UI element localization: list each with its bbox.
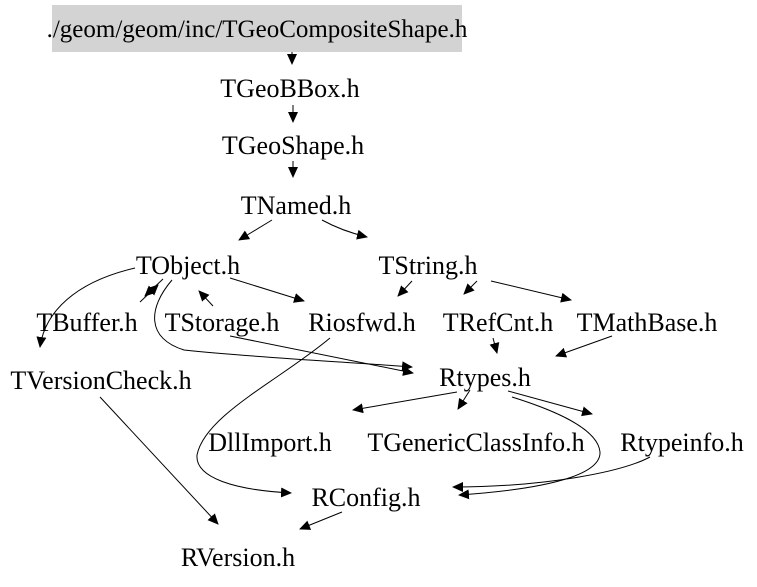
edge-tstorage-to-tobject (198, 290, 214, 307)
node-tnamed[interactable]: TNamed.h (241, 191, 351, 220)
edge-tobject-to-riosfwd (229, 277, 305, 303)
edge-tnamed-to-tstring (321, 219, 368, 240)
node-riosfwd[interactable]: Riosfwd.h (308, 308, 416, 337)
edge-tversioncheck-to-rversion (99, 396, 219, 525)
root-node-box (52, 5, 462, 52)
edge-rtypes-to-rconfig (458, 396, 601, 500)
node-rtypeinfo[interactable]: Rtypeinfo.h (620, 428, 744, 457)
node-dllimport[interactable]: DllImport.h (208, 428, 332, 457)
edge-tobject-to-rtypes (154, 279, 413, 372)
node-tmathbase[interactable]: TMathBase.h (577, 308, 718, 337)
node-trefcnt[interactable]: TRefCnt.h (443, 308, 554, 337)
node-tgenericclassinfo[interactable]: TGenericClassInfo.h (367, 428, 584, 457)
edge-tbuffer-to-tobject (139, 284, 159, 303)
node-rtypes[interactable]: Rtypes.h (439, 363, 531, 392)
edge-tmathbase-to-rtypes (555, 335, 613, 358)
edge-tstring-to-trefcnt (463, 280, 478, 295)
edge-rconfig-to-rversion (299, 511, 343, 530)
edge-riosfwd-to-rconfig (196, 337, 331, 498)
edge-rtypes-to-rtypeinfo (507, 390, 593, 417)
edge-tstring-to-riosfwd (397, 280, 413, 297)
edge-rtypes-to-dllimport (352, 391, 458, 414)
node-tversioncheck[interactable]: TVersionCheck.h (10, 366, 191, 395)
edge-trefcnt-to-rtypes (489, 337, 500, 354)
edge-rtypes-to-tgenericclassinfo (457, 389, 471, 410)
node-rversion[interactable]: RVersion.h (181, 543, 295, 572)
edge-tnamed-to-tobject (238, 219, 273, 241)
edge-tobject-to-tversioncheck (36, 267, 136, 348)
root-node-label: ./geom/geom/inc/TGeoCompositeShape.h (47, 16, 468, 43)
node-tbuffer[interactable]: TBuffer.h (36, 308, 137, 337)
node-tstring[interactable]: TString.h (379, 251, 478, 280)
edge-tstorage-to-rtypes (229, 335, 414, 376)
node-rconfig[interactable]: RConfig.h (311, 483, 420, 512)
edge-tobject-to-tbuffer (144, 278, 164, 297)
node-tgeobbox[interactable]: TGeoBBox.h (220, 74, 359, 103)
edge-tstring-to-tmathbase (490, 280, 572, 303)
node-tstorage[interactable]: TStorage.h (165, 308, 280, 337)
node-tgeoshape[interactable]: TGeoShape.h (222, 131, 364, 160)
node-tobject[interactable]: TObject.h (136, 251, 240, 280)
edge-rtypeinfo-to-rconfig (452, 456, 651, 492)
